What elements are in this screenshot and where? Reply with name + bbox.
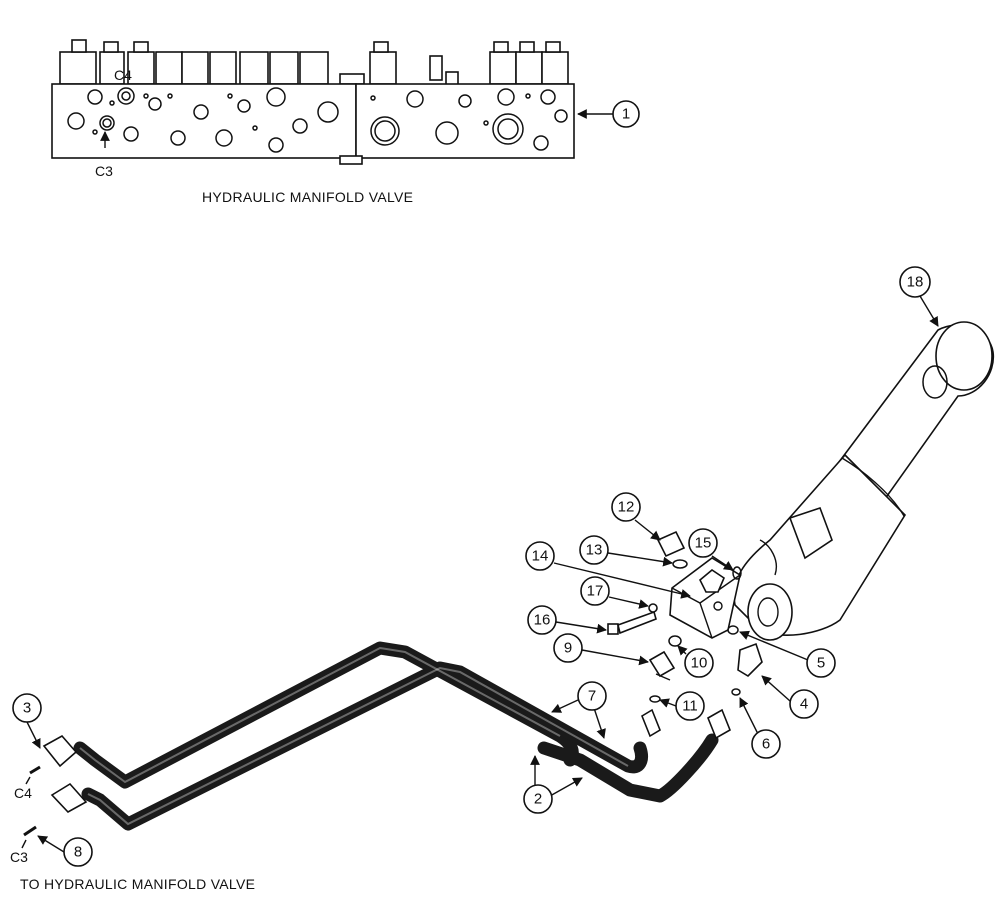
callout-18: 18 [899,266,939,327]
svg-text:8: 8 [74,844,82,861]
manifold-port-c4-label: C4 [114,67,132,83]
callout-8: 8 [37,835,93,867]
hose-port-c3-label: C3 [10,849,28,865]
svg-text:2: 2 [534,791,542,808]
hose-caption: TO HYDRAULIC MANIFOLD VALVE [20,876,255,892]
svg-text:1: 1 [622,106,630,123]
hose-port-c4-label: C4 [14,785,32,801]
svg-text:4: 4 [800,696,808,713]
svg-text:6: 6 [762,736,770,753]
manifold-port-c3-label: C3 [95,163,113,179]
svg-text:15: 15 [695,535,712,552]
hydraulic-cylinder [733,321,995,641]
svg-text:11: 11 [682,698,698,715]
hydraulic-manifold-valve: C4 C3 HYDRAULIC MANIFOLD VALVE [51,39,575,205]
callout-2: 2 [523,755,583,814]
callout-16: 16 [527,605,607,635]
callout-14: 14 [525,541,691,599]
callout-10: 10 [677,645,714,678]
svg-text:14: 14 [532,548,549,565]
hoses [73,641,719,831]
callout-13: 13 [579,535,673,567]
washer-17 [648,603,658,613]
hose-end-fittings [42,708,732,814]
callout-9: 9 [553,633,649,666]
o-ring-5 [727,625,739,635]
solenoid-coils [59,39,569,87]
valve-block [669,557,741,639]
callout-12: 12 [611,492,661,541]
svg-text:16: 16 [534,612,551,629]
svg-text:9: 9 [564,640,572,657]
elbow-fitting-4 [737,642,763,678]
svg-text:12: 12 [618,499,635,516]
callout-11: 11 [659,691,705,721]
callout-7: 7 [551,681,607,739]
callout-1: 1 [577,100,640,128]
svg-text:5: 5 [817,655,825,672]
svg-text:13: 13 [586,542,603,559]
svg-text:7: 7 [588,688,596,705]
callout-3: 3 [12,693,42,749]
washer-10 [668,635,682,647]
callout-5: 5 [739,630,836,678]
svg-text:10: 10 [691,655,708,672]
manifold-caption: HYDRAULIC MANIFOLD VALVE [202,189,413,205]
callout-6: 6 [739,697,781,759]
callout-4: 4 [761,675,819,719]
svg-text:17: 17 [587,583,604,600]
o-ring-6 [731,688,741,696]
plug-fitting [656,530,688,569]
o-ring-11 [649,695,661,703]
bolt-16 [607,610,657,635]
o-ring-15 [732,566,742,580]
svg-text:18: 18 [907,274,924,291]
callout-15: 15 [688,528,734,571]
elbow-fitting-9 [648,650,676,681]
manifold-ports [67,87,339,153]
svg-text:3: 3 [23,700,31,717]
callout-17: 17 [580,576,649,609]
